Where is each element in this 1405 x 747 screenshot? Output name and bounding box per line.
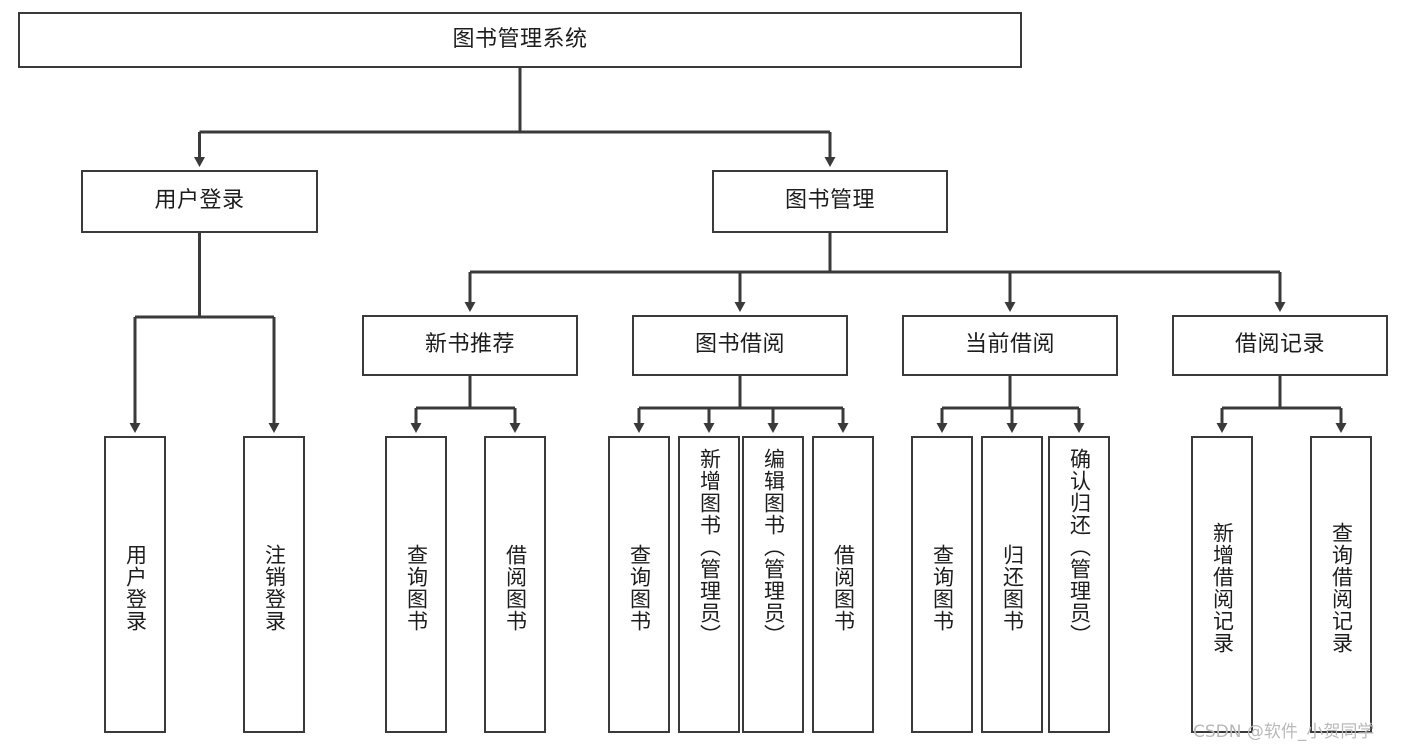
node-book-borrow[interactable]: 图书借阅: [632, 315, 848, 376]
csdn-watermark: CSDN @软件_小贺同学: [1193, 722, 1375, 742]
leaf-logout[interactable]: 注销登录: [243, 436, 305, 733]
leaf-borrow-book-label: 借阅图书: [831, 543, 856, 632]
leaf-user-login-label: 用户登录: [123, 543, 148, 632]
node-current-borrow[interactable]: 当前借阅: [902, 315, 1118, 376]
leaf-borrow-book-recommend[interactable]: 借阅图书: [484, 436, 546, 733]
leaf-confirm-return[interactable]: 确认归还（管理员）: [1048, 436, 1110, 733]
node-new-book-recommend-label: 新书推荐: [424, 332, 515, 358]
node-book-management-label: 图书管理: [784, 188, 875, 214]
leaf-return-book-label: 归还图书: [1000, 543, 1025, 632]
leaf-query-record-label: 查询借阅记录: [1329, 521, 1354, 654]
leaf-add-book-label: 新增图书（管理员）: [697, 448, 722, 646]
node-borrow-records-label: 借阅记录: [1234, 332, 1325, 358]
leaf-return-book[interactable]: 归还图书: [981, 436, 1043, 733]
node-current-borrow-label: 当前借阅: [964, 332, 1055, 358]
leaf-add-record[interactable]: 新增借阅记录: [1191, 436, 1253, 733]
leaf-borrow-book[interactable]: 借阅图书: [812, 436, 874, 733]
leaf-logout-label: 注销登录: [262, 543, 287, 632]
leaf-query-book-borrow-label: 查询图书: [627, 543, 652, 632]
leaf-query-book-recommend[interactable]: 查询图书: [385, 436, 447, 733]
leaf-confirm-return-label: 确认归还（管理员）: [1067, 448, 1092, 646]
node-book-management[interactable]: 图书管理: [712, 170, 948, 233]
node-root[interactable]: 图书管理系统: [18, 12, 1022, 68]
node-user-login-label: 用户登录: [154, 188, 245, 214]
leaf-query-book-borrow[interactable]: 查询图书: [608, 436, 670, 733]
leaf-query-record[interactable]: 查询借阅记录: [1310, 436, 1372, 733]
leaf-edit-book-label: 编辑图书（管理员）: [761, 448, 786, 646]
node-new-book-recommend[interactable]: 新书推荐: [362, 315, 578, 376]
leaf-query-book-current-label: 查询图书: [930, 543, 955, 632]
node-user-login[interactable]: 用户登录: [81, 170, 318, 233]
leaf-query-book-current[interactable]: 查询图书: [911, 436, 973, 733]
node-root-label: 图书管理系统: [452, 26, 588, 52]
leaf-add-record-label: 新增借阅记录: [1210, 521, 1235, 654]
node-borrow-records[interactable]: 借阅记录: [1172, 315, 1388, 376]
leaf-borrow-book-recommend-label: 借阅图书: [503, 543, 528, 632]
leaf-edit-book[interactable]: 编辑图书（管理员）: [742, 436, 804, 733]
leaf-query-book-recommend-label: 查询图书: [404, 543, 429, 632]
node-book-borrow-label: 图书借阅: [694, 332, 785, 358]
leaf-add-book[interactable]: 新增图书（管理员）: [678, 436, 740, 733]
leaf-user-login[interactable]: 用户登录: [104, 436, 166, 733]
